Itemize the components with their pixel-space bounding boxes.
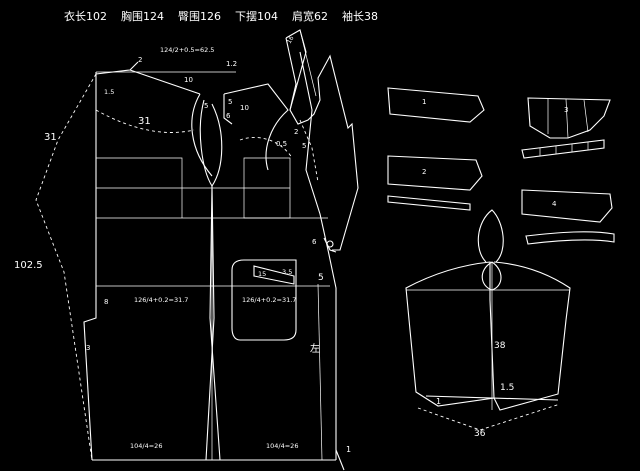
lapel-0-5-text: 0.5 <box>276 140 287 148</box>
collar-edge <box>285 37 297 111</box>
piece-3-divisions <box>547 98 589 139</box>
hem-notch-right <box>335 449 345 471</box>
back-side-seam <box>83 72 97 461</box>
front-grain-line <box>317 283 323 461</box>
dart-10-text: 10 <box>184 76 193 84</box>
neck-rise-text: 1.2 <box>226 60 237 68</box>
left-mark-text: 左 <box>310 342 320 355</box>
sleeve-cap-dart <box>477 209 504 263</box>
pocket-flap <box>253 265 295 285</box>
armhole-curve-dashed <box>95 109 195 133</box>
piece-3-strip <box>521 139 605 159</box>
bodice-pattern <box>35 29 359 471</box>
centre-split-left <box>205 185 215 461</box>
piece-2-outline <box>387 155 483 191</box>
sleeve-38-text: 38 <box>494 341 506 351</box>
sleeve-hem <box>425 395 559 401</box>
hip-front-text: 126/4+0.2=31.7 <box>134 296 188 304</box>
centre-split-right <box>209 185 221 461</box>
piece-4 <box>521 189 615 245</box>
collar-16-text: 16 <box>286 35 296 45</box>
front-chest-dashed <box>239 136 293 159</box>
piece-4-label: 4 <box>552 200 557 208</box>
piece-4-outline <box>521 189 613 223</box>
sleeve-36-text: 36 <box>474 429 486 439</box>
shoulder-slope-text: 2 <box>138 56 142 64</box>
piece-4-strip <box>525 231 615 245</box>
side-8-text: 8 <box>104 298 108 306</box>
back-armhole <box>191 93 213 177</box>
sleeve-pattern <box>405 209 571 431</box>
armhole-curve-text: 31 <box>138 116 151 127</box>
collar-stand <box>223 94 233 125</box>
front-6-text: 6 <box>312 238 317 246</box>
hip-label: 臀围126 <box>178 10 221 23</box>
measurement-header: 衣长102 胸围124 臀围126 下摆104 肩宽62 袖长38 <box>64 8 378 24</box>
piece-3-outline <box>527 97 611 139</box>
piece-3-label: 3 <box>564 106 568 114</box>
collar-6-text: 6 <box>226 112 231 120</box>
dart-10-front-text: 10 <box>240 104 249 112</box>
length-102-5-text: 102.5 <box>14 260 43 271</box>
left-3-text: 3 <box>86 344 90 352</box>
sleeve-right-half <box>493 261 571 411</box>
hem-front-text: 104/4=26 <box>130 442 162 450</box>
pocket-15-text: 15 <box>258 270 266 278</box>
piece-3 <box>521 97 611 159</box>
sleeve-hem-dimension <box>417 403 561 431</box>
sleeve-length-label: 袖长38 <box>342 10 378 23</box>
half-bust-text: 124/2+0.5=62.5 <box>160 46 214 54</box>
shoulder-width-label: 肩宽62 <box>292 10 328 23</box>
neck-drop-text: 1.5 <box>104 88 114 96</box>
sleeve-1-5-text: 1.5 <box>500 383 514 393</box>
hip-back-text: 126/4+0.2=31.7 <box>242 296 296 304</box>
hem-1-text: 1 <box>346 445 351 454</box>
piece-1-outline <box>387 87 485 123</box>
back-chest-guide <box>96 157 183 218</box>
back-shoulder-line <box>129 69 201 95</box>
garment-length-label: 衣长102 <box>64 10 107 23</box>
lapel-2-text: 2 <box>294 128 298 136</box>
piece-2 <box>387 155 483 211</box>
lapel-dashed <box>299 119 319 183</box>
armhole-left-text: 31 <box>44 132 57 143</box>
piece-3-strip-divisions <box>539 142 589 156</box>
piece-2-label: 2 <box>422 168 426 176</box>
length-dimension <box>35 73 97 461</box>
lapel-5-text: 5 <box>302 142 306 150</box>
sleeve-cap-curve <box>481 261 502 291</box>
front-edge <box>299 51 337 460</box>
collar-5b-text: 5 <box>204 102 208 110</box>
piece-2-strip <box>387 195 471 211</box>
sleeve-left-half <box>405 261 495 407</box>
front-neck-dart <box>199 99 223 188</box>
hem-label: 下摆104 <box>235 10 278 23</box>
button-mark <box>326 240 334 248</box>
collar-fold <box>299 29 317 97</box>
piece-1 <box>387 87 485 123</box>
piece-1-label: 1 <box>422 98 426 106</box>
front-facing-strip <box>285 29 359 251</box>
patch-pocket <box>231 259 297 341</box>
front-corner <box>323 237 337 253</box>
collar-5-text: 5 <box>228 98 232 106</box>
front-chest-guide <box>243 157 291 219</box>
front-armhole <box>223 83 289 171</box>
pocket-3-5-text: 3.5 <box>282 268 292 276</box>
hem-back-text: 104/4=26 <box>266 442 298 450</box>
sleeve-1-text: 1 <box>436 397 441 406</box>
bust-label: 胸围124 <box>121 10 164 23</box>
side-5-text: 5 <box>318 273 324 283</box>
